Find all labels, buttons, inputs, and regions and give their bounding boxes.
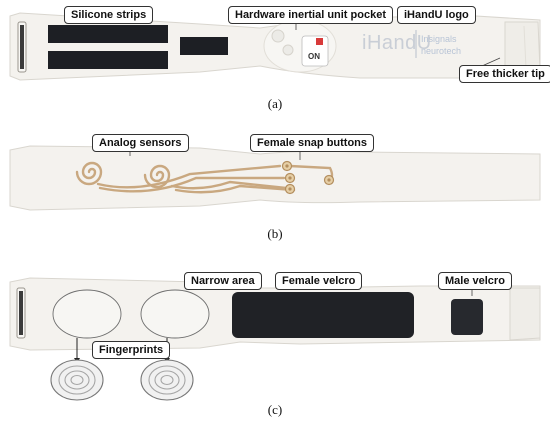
- label-ihandu-logo: iHandU logo: [397, 6, 476, 24]
- label-analog-sensors: Analog sensors: [92, 134, 189, 152]
- label-hardware-pocket: Hardware inertial unit pocket: [228, 6, 393, 24]
- female-velcro: [232, 292, 414, 338]
- female-snap-buttons: [281, 160, 335, 195]
- logo-sub-2: neurotech: [421, 46, 462, 56]
- male-velcro: [451, 299, 483, 335]
- strap-c-drawing: [9, 277, 541, 401]
- panel-c: Narrow area Female velcro Male velcro Fi…: [0, 262, 550, 407]
- fingerprint-left: [50, 359, 104, 401]
- label-narrow-area: Narrow area: [184, 272, 262, 290]
- logo-sub-1: Insignals: [421, 34, 457, 44]
- fingerprint-zone-left: [52, 289, 122, 339]
- label-male-velcro: Male velcro: [438, 272, 512, 290]
- label-female-snap-buttons: Female snap buttons: [250, 134, 375, 152]
- fingerprint-right: [140, 359, 194, 401]
- caption-c: (c): [267, 402, 283, 417]
- silicone-strip-top: [48, 25, 168, 43]
- strap-a-drawing: [9, 12, 541, 81]
- strap-b-drawing: [9, 145, 541, 211]
- panel-a: iHandU Insignals neurotech ON Silicone s…: [0, 0, 550, 114]
- label-fingerprints: Fingerprints: [92, 341, 171, 359]
- label-silicone-strips: Silicone strips: [64, 6, 154, 24]
- caption-a: (a): [267, 96, 283, 111]
- silicone-strip-short: [180, 37, 228, 55]
- fingerprint-zone-right: [140, 289, 210, 339]
- panel-b: Analog sensors Female snap buttons (b): [0, 130, 550, 242]
- label-female-velcro: Female velcro: [275, 272, 363, 290]
- switch-on-text: ON: [308, 52, 320, 61]
- silicone-strip-bottom: [48, 51, 168, 69]
- label-free-tip: Free thicker tip: [459, 65, 550, 83]
- caption-b: (b): [267, 226, 283, 241]
- ihandu-logo-text: iHandU: [362, 32, 432, 54]
